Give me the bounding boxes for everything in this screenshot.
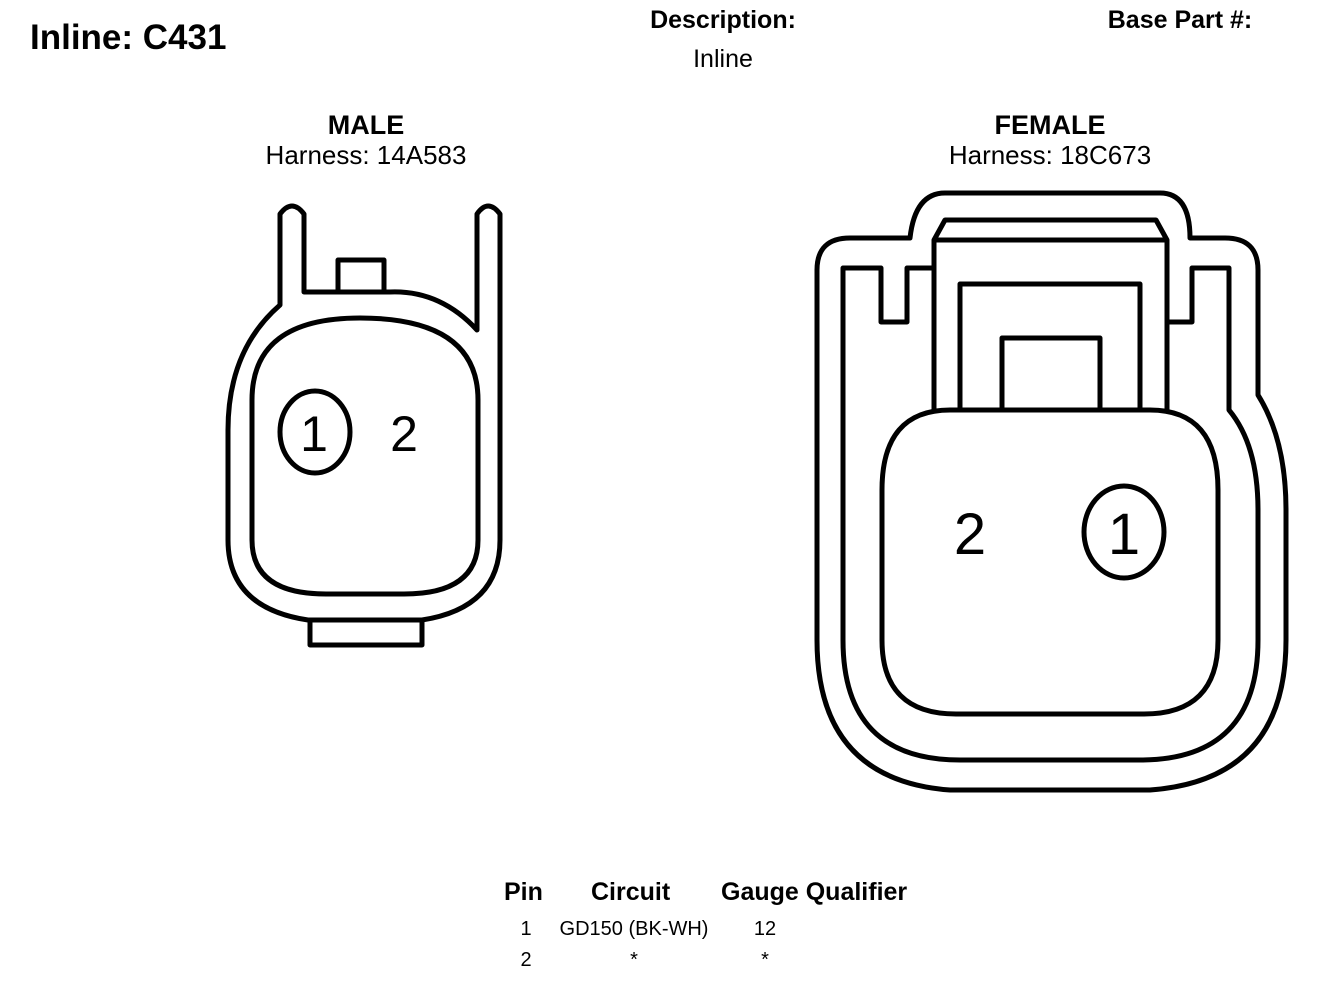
male-pin-2-label: 2 [390, 406, 418, 462]
male-connector-face [225, 203, 503, 648]
row-1-gauge: 12 [753, 918, 777, 940]
female-inner-cavity [879, 407, 1221, 717]
female-pin-1-label: 1 [1108, 502, 1140, 567]
female-pin-1-circle [1081, 483, 1167, 581]
male-bottom-latch [307, 620, 425, 648]
description-value: Inline [693, 45, 753, 73]
row-1-circuit: GD150 (BK-WH) [559, 918, 709, 940]
description-label: Description: [650, 6, 796, 34]
male-top-key [335, 257, 387, 292]
female-pin-2-label: 2 [954, 502, 986, 567]
female-lock-window [957, 281, 1143, 410]
male-inner-cavity [249, 315, 481, 597]
circuit-header: Circuit [591, 878, 671, 906]
pin-header: Pin [504, 878, 543, 906]
row-2-gauge: * [761, 949, 769, 971]
female-connector-face [814, 190, 1289, 793]
gauge-qualifier-header: Gauge Qualifier [721, 878, 908, 906]
connector-title: Inline: C431 [30, 18, 227, 57]
row-2-circuit: * [630, 949, 638, 971]
female-inner-housing [840, 217, 1261, 763]
female-harness: Harness: 18C673 [948, 140, 1152, 170]
male-pin-1-label: 1 [300, 406, 328, 462]
female-latch-frame [931, 237, 1170, 410]
male-pin-1-circle [277, 388, 353, 476]
female-title: FEMALE [994, 110, 1106, 140]
female-lock-tab [999, 335, 1103, 410]
base-part-label: Base Part #: [1107, 6, 1253, 34]
female-outer-housing [814, 190, 1289, 793]
row-1-pin: 1 [520, 918, 532, 940]
male-title: MALE [327, 110, 405, 140]
row-2-pin: 2 [520, 949, 532, 971]
male-harness: Harness: 14A583 [265, 140, 467, 170]
male-housing-outline [225, 203, 503, 623]
